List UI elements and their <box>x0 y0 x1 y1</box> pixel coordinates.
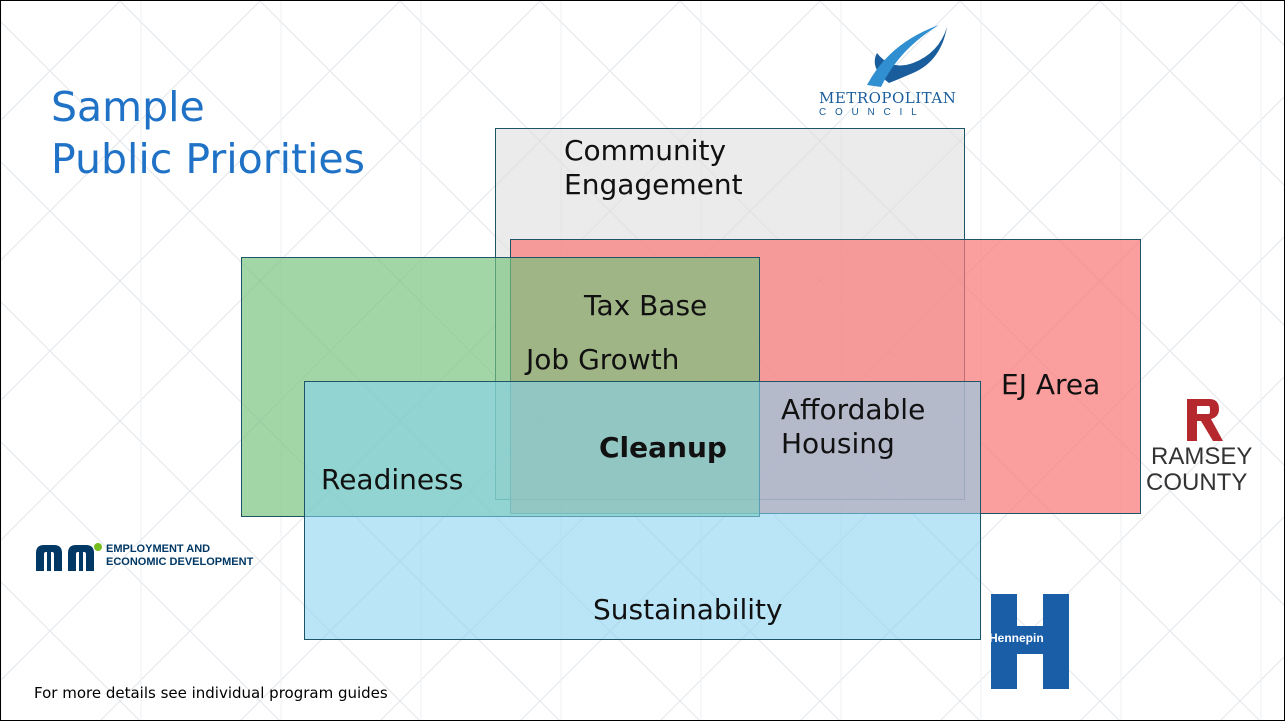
met-council-swoosh-icon <box>867 25 947 87</box>
ramsey-county-logo: RAMSEY COUNTY <box>1141 393 1281 513</box>
sustainability-box <box>304 381 981 640</box>
ramsey-line-2: COUNTY <box>1146 469 1248 496</box>
cleanup-label: Cleanup <box>599 431 727 464</box>
sustainability-label: Sustainability <box>593 593 783 626</box>
housing-label: Housing <box>781 426 895 460</box>
deed-line-2: ECONOMIC DEVELOPMENT <box>106 556 254 568</box>
community-engagement-label: Community Engagement <box>564 134 743 201</box>
hennepin-logo: Hennepin <box>989 594 1071 689</box>
tax-base-label: Tax Base <box>584 289 708 322</box>
hennepin-h-icon <box>991 594 1069 689</box>
metropolitan-council-logo: METROPOLITAN C O U N C I L <box>819 13 969 123</box>
title-line-1: Sample <box>51 83 205 131</box>
mn-icon <box>36 543 102 571</box>
community-label-line-1: Community <box>564 134 727 167</box>
ramsey-line-1: RAMSEY <box>1151 443 1253 470</box>
slide-title: Sample Public Priorities <box>51 81 365 185</box>
job-growth-label: Job Growth <box>526 343 680 376</box>
affordable-label: Affordable <box>781 393 926 426</box>
ramsey-r-icon <box>1187 399 1223 441</box>
deed-logo: EMPLOYMENT AND ECONOMIC DEVELOPMENT <box>34 541 304 581</box>
affordable-housing-label: Affordable Housing <box>781 393 925 460</box>
hennepin-name: Hennepin <box>989 631 1044 645</box>
ej-area-label: EJ Area <box>1001 368 1101 401</box>
title-line-2: Public Priorities <box>51 135 366 183</box>
met-council-name: METROPOLITAN <box>819 89 957 107</box>
readiness-label: Readiness <box>321 463 464 496</box>
community-label-line-2: Engagement <box>564 167 743 201</box>
met-council-sub: C O U N C I L <box>819 107 920 118</box>
deed-line-1: EMPLOYMENT AND <box>106 543 211 555</box>
footer-note: For more details see individual program … <box>34 684 388 702</box>
